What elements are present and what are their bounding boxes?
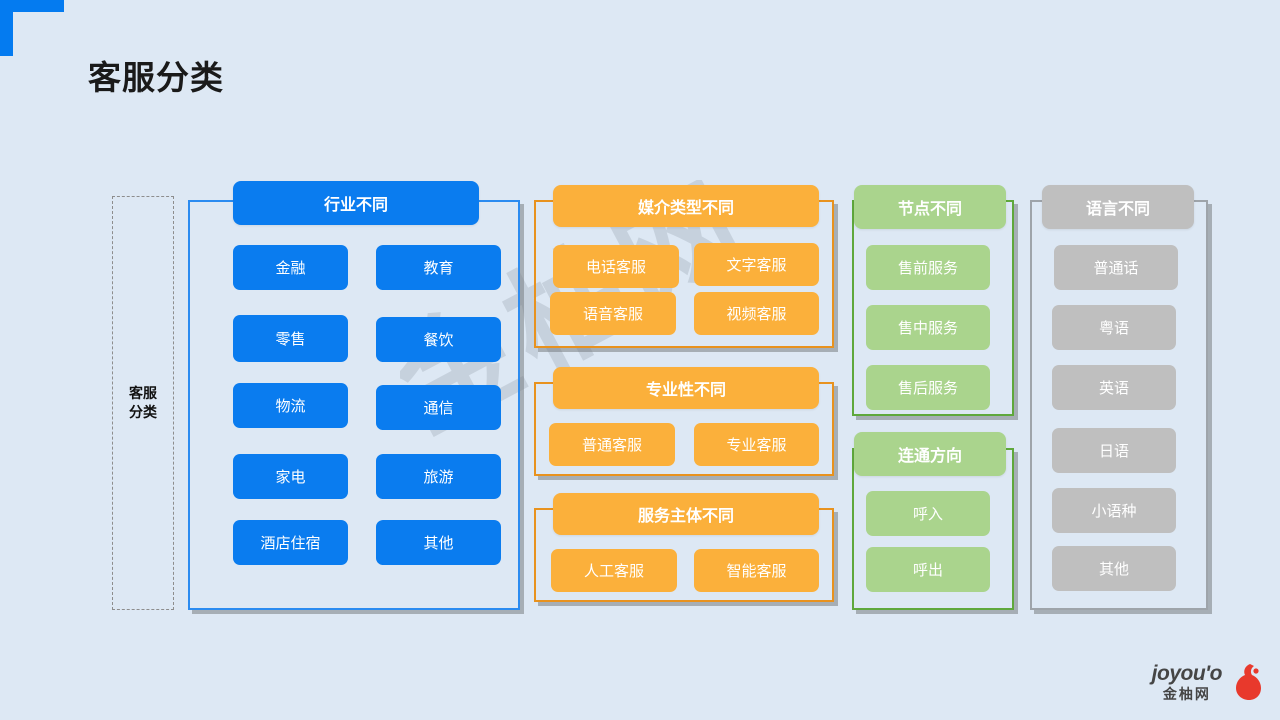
node-industry-travel[interactable]: 旅游 bbox=[376, 454, 501, 499]
node-media-video[interactable]: 视频客服 bbox=[694, 292, 819, 335]
corner-bar-vertical bbox=[0, 0, 13, 56]
node-media-text[interactable]: 文字客服 bbox=[694, 243, 819, 286]
node-lang-other[interactable]: 其他 bbox=[1052, 546, 1176, 591]
group-header-media-type[interactable]: 媒介类型不同 bbox=[553, 185, 819, 227]
node-direction-inbound[interactable]: 呼入 bbox=[866, 491, 990, 536]
root-node-label: 客服 分类 bbox=[129, 385, 157, 420]
node-subject-human[interactable]: 人工客服 bbox=[551, 549, 677, 592]
node-industry-telecom[interactable]: 通信 bbox=[376, 385, 501, 430]
node-prof-professional[interactable]: 专业客服 bbox=[694, 423, 819, 466]
node-industry-retail[interactable]: 零售 bbox=[233, 315, 348, 362]
corner-decoration bbox=[0, 0, 64, 56]
brand-logo: joyou'o 金柚网 bbox=[1152, 662, 1262, 702]
node-media-voice[interactable]: 语音客服 bbox=[550, 292, 676, 335]
group-header-direction[interactable]: 连通方向 bbox=[854, 432, 1006, 476]
group-header-professionalism[interactable]: 专业性不同 bbox=[553, 367, 819, 409]
brand-name-cn: 金柚网 bbox=[1162, 686, 1211, 702]
node-media-phone[interactable]: 电话客服 bbox=[553, 245, 679, 288]
group-header-node[interactable]: 节点不同 bbox=[854, 185, 1006, 229]
node-industry-logistics[interactable]: 物流 bbox=[233, 383, 348, 428]
node-lang-english[interactable]: 英语 bbox=[1052, 365, 1176, 410]
node-direction-outbound[interactable]: 呼出 bbox=[866, 547, 990, 592]
node-subject-ai[interactable]: 智能客服 bbox=[694, 549, 819, 592]
group-header-language[interactable]: 语言不同 bbox=[1042, 185, 1194, 229]
group-header-industry[interactable]: 行业不同 bbox=[233, 181, 479, 225]
node-prof-general[interactable]: 普通客服 bbox=[549, 423, 675, 466]
node-lang-cantonese[interactable]: 粤语 bbox=[1052, 305, 1176, 350]
node-lang-mandarin[interactable]: 普通话 bbox=[1054, 245, 1178, 290]
node-industry-finance[interactable]: 金融 bbox=[233, 245, 348, 290]
page-title: 客服分类 bbox=[88, 59, 224, 96]
node-industry-catering[interactable]: 餐饮 bbox=[376, 317, 501, 362]
brand-name-en: joyou'o bbox=[1151, 662, 1223, 685]
node-lang-minor[interactable]: 小语种 bbox=[1052, 488, 1176, 533]
root-node: 客服 分类 bbox=[112, 196, 174, 610]
group-header-service-subject[interactable]: 服务主体不同 bbox=[553, 493, 819, 535]
pomelo-icon bbox=[1236, 664, 1261, 700]
node-industry-hotel[interactable]: 酒店住宿 bbox=[233, 520, 348, 565]
brand-wordmark: joyou'o 金柚网 bbox=[1151, 662, 1223, 702]
node-industry-appliance[interactable]: 家电 bbox=[233, 454, 348, 499]
node-stage-midsale[interactable]: 售中服务 bbox=[866, 305, 990, 350]
node-lang-japanese[interactable]: 日语 bbox=[1052, 428, 1176, 473]
node-industry-education[interactable]: 教育 bbox=[376, 245, 501, 290]
node-stage-postsale[interactable]: 售后服务 bbox=[866, 365, 990, 410]
node-industry-other[interactable]: 其他 bbox=[376, 520, 501, 565]
corner-bar-horizontal bbox=[0, 0, 64, 12]
node-stage-presale[interactable]: 售前服务 bbox=[866, 245, 990, 290]
